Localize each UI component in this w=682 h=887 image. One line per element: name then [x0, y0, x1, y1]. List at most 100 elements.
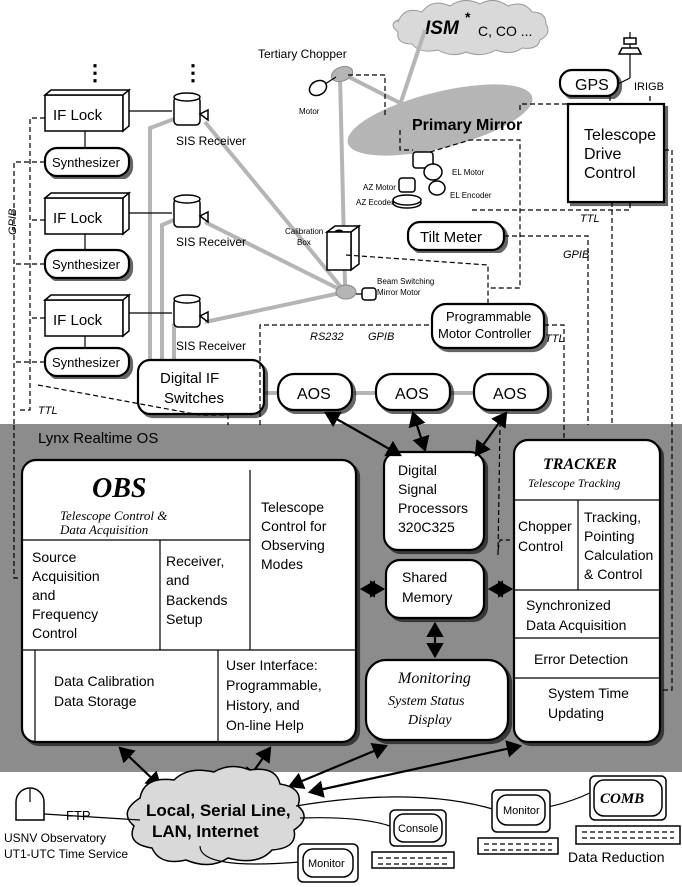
aos-label-2: AOS: [395, 386, 429, 403]
obs-title: OBS: [92, 473, 146, 504]
ttl-label-motor: TTL: [545, 333, 565, 345]
tracking-pointing: Tracking, Pointing Calculation & Control: [584, 509, 657, 582]
telescope-drive-label: Telescope Drive Control: [584, 127, 661, 182]
az-encoder-icon: [392, 194, 422, 209]
calibration-box-label: Calibration Box: [285, 227, 325, 247]
gps-label: GPS: [575, 77, 609, 94]
monitor-label-bottom: Monitor: [308, 858, 345, 870]
digital-if-box: [136, 358, 266, 416]
ism-star: *: [465, 9, 471, 25]
receiver-chain-3: IF Lock Synthesizer SIS Receiver: [42, 293, 246, 378]
usnv-label: USNV Observatory UT1-UTC Time Service: [4, 831, 128, 861]
tertiary-chopper-label: Tertiary Chopper: [258, 47, 347, 61]
tracker-subtitle: Telescope Tracking: [528, 476, 621, 490]
tracker-panel: TRACKER Telescope Tracking Chopper Contr…: [512, 438, 662, 744]
sis-receiver-label-1: SIS Receiver: [176, 134, 246, 148]
system-time-updating: System Time Updating: [548, 685, 633, 721]
obs-subtitle: Telescope Control & Data Acquisition: [59, 508, 171, 537]
error-detection: Error Detection: [534, 651, 628, 667]
monitoring-box: [364, 658, 510, 742]
motor-controller-label: Programmable Motor Controller: [438, 309, 535, 341]
console-label: Console: [398, 823, 438, 835]
network-label: Local, Serial Line, LAN, Internet: [146, 801, 295, 841]
shared-memory-label: Shared Memory: [402, 569, 453, 605]
ftp-label: FTP: [66, 808, 91, 823]
comb-terminal: [575, 775, 681, 845]
source-acquisition: Source Acquisition and Frequency Control: [32, 549, 104, 641]
chopper-control: Chopper Control: [518, 518, 576, 554]
digital-if-label: Digital IF Switches: [160, 370, 224, 407]
az-motor-label: AZ Motor: [363, 183, 396, 192]
sis-receiver-icon-1: [173, 92, 209, 126]
beam-switch-motor-icon: [356, 287, 377, 301]
network-links: [199, 791, 593, 865]
sis-receiver-label-2: SIS Receiver: [176, 235, 246, 249]
ttl-label-left: TTL: [38, 405, 58, 417]
aos-box-1: [276, 372, 354, 412]
network-cloud: Local, Serial Line, LAN, Internet: [126, 765, 305, 866]
beam-switching-mirror: [335, 284, 357, 300]
if-lock-box-1: [44, 94, 124, 132]
chopper-motor-label: Motor: [299, 107, 320, 116]
monitor-terminal-bottom: [297, 843, 359, 883]
user-interface: User Interface: Programmable, History, a…: [226, 657, 326, 733]
dsp-label: Digital Signal Processors 320C325: [398, 462, 472, 535]
ellipsis-sis: ⋮: [182, 60, 204, 85]
el-motor-label: EL Motor: [452, 168, 484, 177]
shared-memory-box: [384, 558, 486, 620]
el-encoder-label: EL Encoder: [450, 191, 492, 200]
aos-label-1: AOS: [297, 386, 331, 403]
chopper-motor-icon: [308, 76, 337, 97]
az-motor-icon: [398, 177, 416, 193]
el-encoder-icon: [428, 180, 446, 196]
el-motor-icon: [412, 151, 443, 181]
irigb-label: IRIGB: [634, 81, 664, 93]
gps-box: [558, 68, 620, 98]
antenna-icon: [617, 32, 643, 78]
tracker-title: TRACKER: [543, 456, 617, 473]
if-lock-label-2: IF Lock: [53, 210, 103, 227]
gpib-label-mid: GPIB: [368, 331, 394, 343]
sis-receiver-label-3: SIS Receiver: [176, 339, 246, 353]
motor-controller-box: [430, 302, 546, 350]
sync-data-acquisition: Synchronized Data Acquisition: [526, 597, 626, 633]
data-flow-arrows: [118, 410, 523, 798]
receiver-setup: Receiver, and Backends Setup: [166, 553, 231, 627]
if-lock-box-3: [44, 299, 124, 337]
aos-box-3: [472, 372, 550, 412]
gpib-label-right: GPIB: [563, 249, 589, 261]
receiver-chain-2: IF Lock Synthesizer SIS Receiver: [42, 191, 246, 280]
telescope-control-modes: Telescope Control for Observing Modes: [261, 499, 330, 572]
obs-panel: OBS Telescope Control & Data Acquisition…: [20, 458, 358, 744]
if-lock-box-2: [44, 197, 124, 235]
az-encoder-label: AZ Ecoder: [356, 198, 394, 207]
sis-receiver-icon-3: [173, 294, 209, 328]
aos-label-3: AOS: [493, 386, 527, 403]
calibration-box: [324, 224, 362, 272]
monitoring-subtitle: System Status Display: [388, 694, 468, 728]
observatory-icon: [15, 787, 45, 821]
tilt-meter-label: Tilt Meter: [420, 229, 482, 246]
monitoring-title: Monitoring: [397, 670, 471, 687]
data-reduction-label: Data Reduction: [568, 849, 665, 865]
rs232-label: RS232: [310, 331, 344, 343]
if-lock-label-1: IF Lock: [53, 107, 103, 124]
synthesizer-label-3: Synthesizer: [52, 355, 121, 370]
ism-cloud: ISM * C, CO ...: [392, 0, 549, 56]
ellipsis-if: ⋮: [84, 60, 106, 85]
control-wiring: [13, 74, 673, 691]
beam-switch-label: Beam Switching Mirror Motor: [377, 277, 437, 297]
gpib-label-left: GPIB: [7, 209, 19, 235]
molecules-label: C, CO ...: [478, 23, 532, 39]
sis-receiver-icon-2: [173, 194, 209, 228]
telescope-drive-box: [566, 102, 666, 204]
monitor-terminal-right: [477, 789, 559, 855]
realtime-os-label: Lynx Realtime OS: [38, 430, 158, 447]
ttl-label-right: TTL: [580, 213, 600, 225]
if-lock-label-3: IF Lock: [53, 312, 103, 329]
receiver-chain-1: ⋮ ⋮ IF Lock Synthesizer SIS Receiver: [42, 60, 246, 178]
data-calibration: Data Calibration Data Storage: [54, 673, 158, 709]
primary-mirror-dish: [347, 84, 533, 156]
dsp-box: [382, 450, 486, 552]
